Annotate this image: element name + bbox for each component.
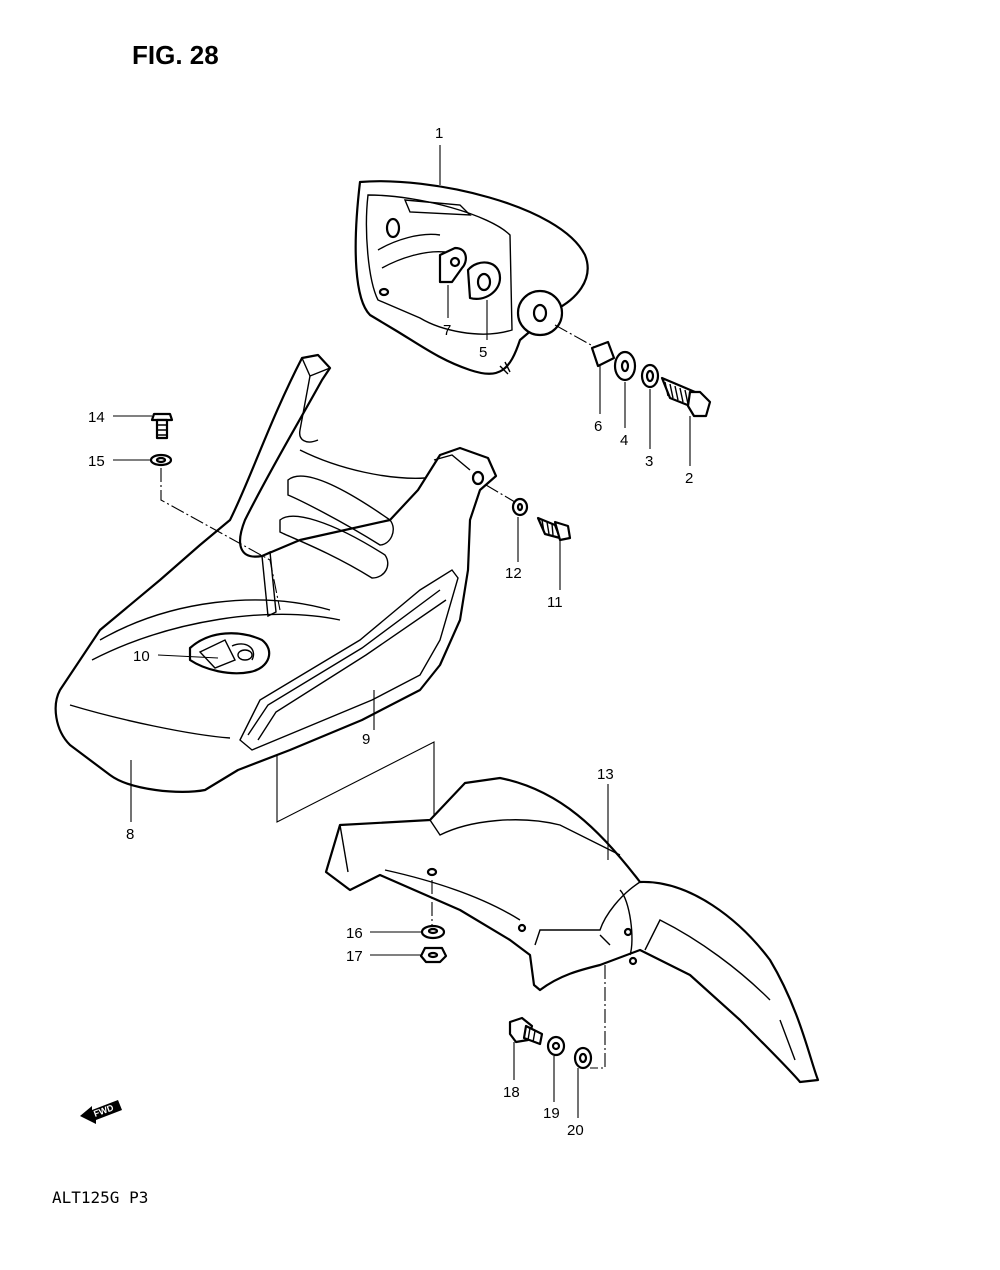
callout-13: 13	[597, 766, 614, 783]
callout-18: 18	[503, 1084, 520, 1101]
callout-8: 8	[126, 826, 134, 843]
callout-6: 6	[594, 418, 602, 435]
callout-numbers: 1 2 3 4 5 6 7 8 9 10 11 12 13 14 15 16 1…	[88, 125, 693, 1139]
fwd-arrow-icon: FWD	[80, 1100, 122, 1124]
callout-12: 12	[505, 565, 522, 582]
callout-3: 3	[645, 453, 653, 470]
figure-title: FIG. 28	[132, 40, 219, 70]
mudguard-rear-hardware	[508, 965, 606, 1070]
callout-9: 9	[362, 731, 370, 748]
fender-screw-and-washer	[149, 412, 281, 611]
front-fender	[54, 353, 498, 793]
assembly-guide-lines	[276, 741, 435, 860]
callout-4: 4	[620, 432, 628, 449]
fender-side-hardware	[485, 484, 572, 542]
mudguard-nut-and-washer	[419, 880, 448, 964]
callout-14: 14	[88, 409, 105, 426]
callout-1: 1	[435, 125, 443, 142]
callout-leaders	[113, 145, 691, 1118]
callout-7: 7	[443, 322, 451, 339]
callout-10: 10	[133, 648, 150, 665]
inner-mudguard	[324, 776, 820, 1084]
callout-2: 2	[685, 470, 693, 487]
headlight-mount-hardware	[554, 324, 712, 418]
callout-15: 15	[88, 453, 105, 470]
callout-16: 16	[346, 925, 363, 942]
callout-11: 11	[547, 594, 563, 611]
callout-17: 17	[346, 948, 363, 965]
callout-5: 5	[479, 344, 487, 361]
callout-19: 19	[543, 1105, 560, 1122]
headlight-housing	[354, 180, 589, 375]
callout-20: 20	[567, 1122, 584, 1139]
model-code: ALT125G P3	[52, 1188, 149, 1207]
